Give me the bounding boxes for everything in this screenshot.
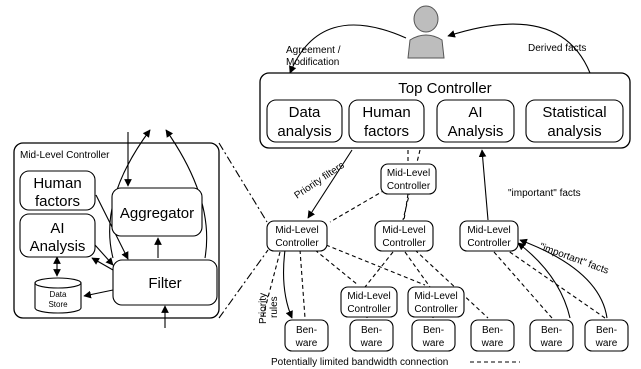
human-icon: [407, 5, 445, 59]
node-label: Mid-Level: [387, 168, 430, 179]
node-label: ware: [481, 338, 504, 349]
node-label: ware: [295, 338, 318, 349]
node-label: Ben-: [296, 325, 317, 336]
zoom-line-top: [218, 142, 268, 223]
mid-level-detail-title: Mid-Level Controller: [20, 150, 110, 161]
priority-filters-arrow: [307, 149, 353, 219]
detail-label: Analysis: [30, 238, 86, 255]
benware-node-5: Ben- ware: [529, 319, 574, 352]
mid-level-controller-center: Mid-Level Controller: [374, 220, 434, 252]
mid-level-controller-low-1: Mid-Level Controller: [340, 286, 398, 318]
link-left-midlow1: [314, 249, 359, 286]
link-left-midlow2: [325, 244, 426, 286]
link-right-benware6: [493, 251, 553, 319]
derived-facts-arrow: [447, 23, 591, 74]
mid-level-controller-right: Mid-Level Controller: [459, 220, 519, 252]
benware-report-arrow: [519, 238, 608, 319]
link-left-benware-out: [261, 251, 281, 321]
agreement-label-1: Agreement /: [286, 45, 341, 56]
mid-level-controller-left: Mid-Level Controller: [266, 220, 328, 252]
detail-label: Filter: [148, 275, 181, 292]
module-human-factors: Human factors: [348, 99, 425, 143]
node-label: Controller: [414, 304, 458, 315]
module-label: Data: [289, 104, 321, 121]
benware-report-arrow-2: [517, 242, 571, 319]
node-label: Mid-Level: [414, 291, 457, 302]
top-controller: Top Controller Data analysis Human facto…: [259, 72, 631, 149]
node-label: ware: [595, 338, 618, 349]
node-label: ware: [422, 338, 445, 349]
module-data-analysis: Data analysis: [266, 99, 343, 143]
link-center-benware5: [414, 249, 489, 319]
node-label: Controller: [467, 238, 511, 249]
detail-ai-analysis: AI Analysis: [19, 213, 96, 258]
important-facts-label-2: "important" facts: [538, 241, 610, 276]
priority-rules-arrow: [283, 249, 293, 319]
detail-label: Data: [50, 290, 67, 299]
node-label: Controller: [382, 238, 426, 249]
module-label: Analysis: [448, 123, 504, 140]
agreement-arrow: [289, 24, 407, 74]
mid-level-detail-panel: Mid-Level Controller Human factors AI An…: [13, 129, 220, 328]
important-facts-arrow: [478, 149, 489, 221]
node-label: Mid-Level: [347, 291, 390, 302]
node-label: Ben-: [423, 325, 444, 336]
module-label: factors: [364, 123, 409, 140]
node-label: Controller: [275, 238, 319, 249]
node-label: Controller: [387, 181, 431, 192]
agreement-label-2: Modification: [286, 57, 339, 68]
module-label: AI: [468, 104, 482, 121]
benware-node-1: Ben- ware: [284, 319, 329, 352]
derived-facts-label: Derived facts: [528, 43, 586, 54]
node-label: ware: [540, 338, 563, 349]
top-controller-title: Top Controller: [398, 80, 491, 97]
benware-node-4: Ben- ware: [470, 319, 515, 352]
link-center-benware3: [364, 251, 394, 288]
detail-label: factors: [35, 193, 80, 210]
zoom-line-bottom: [218, 249, 269, 319]
legend-label: Potentially limited bandwidth connection: [271, 357, 448, 368]
module-label: Statistical: [542, 104, 606, 121]
detail-filter: Filter: [112, 259, 218, 306]
detail-label: AI: [50, 220, 64, 237]
link-center-midlow2: [404, 251, 431, 288]
detail-label: Aggregator: [120, 205, 194, 222]
module-label: analysis: [547, 123, 601, 140]
benware-node-3: Ben- ware: [411, 319, 456, 352]
node-label: Controller: [347, 304, 391, 315]
important-facts-label-1: "important" facts: [508, 188, 581, 199]
node-label: Ben-: [482, 325, 503, 336]
module-label: analysis: [277, 123, 331, 140]
node-label: Ben-: [361, 325, 382, 336]
module-label: Human: [362, 104, 410, 121]
node-label: ware: [360, 338, 383, 349]
benware-node-6: Ben- ware: [584, 319, 629, 352]
detail-label: Store: [48, 300, 68, 309]
node-label: Ben-: [596, 325, 617, 336]
filter-to-datastore-arrow: [83, 289, 114, 299]
detail-label: Human: [33, 175, 81, 192]
detail-human-factors: Human factors: [19, 170, 96, 211]
priority-rules-label-1: Priority: [258, 293, 269, 324]
benware-node-2: Ben- ware: [349, 319, 394, 352]
link-left-benware1b: [299, 249, 306, 319]
filter-to-ai-arrow: [91, 257, 114, 271]
node-label: Mid-Level: [275, 225, 318, 236]
legend: Potentially limited bandwidth connection: [271, 357, 520, 368]
node-label: Ben-: [541, 325, 562, 336]
node-label: Mid-Level: [467, 225, 510, 236]
detail-data-store: Data Store: [34, 277, 82, 314]
priority-filters-label: Priority filters: [293, 160, 347, 201]
priority-rules-label-2: rules: [269, 296, 280, 318]
module-statistical-analysis: Statistical analysis: [525, 99, 624, 143]
mid-level-controller-top: Mid-Level Controller: [380, 163, 437, 195]
mid-level-controller-low-2: Mid-Level Controller: [407, 286, 465, 318]
link-midtop-center: [403, 193, 409, 221]
detail-aggregator: Aggregator: [111, 187, 203, 237]
ai-to-filter-arrow: [94, 244, 114, 266]
module-ai-analysis: AI Analysis: [436, 99, 515, 143]
link-midtop-left: [329, 189, 386, 223]
node-label: Mid-Level: [382, 225, 425, 236]
